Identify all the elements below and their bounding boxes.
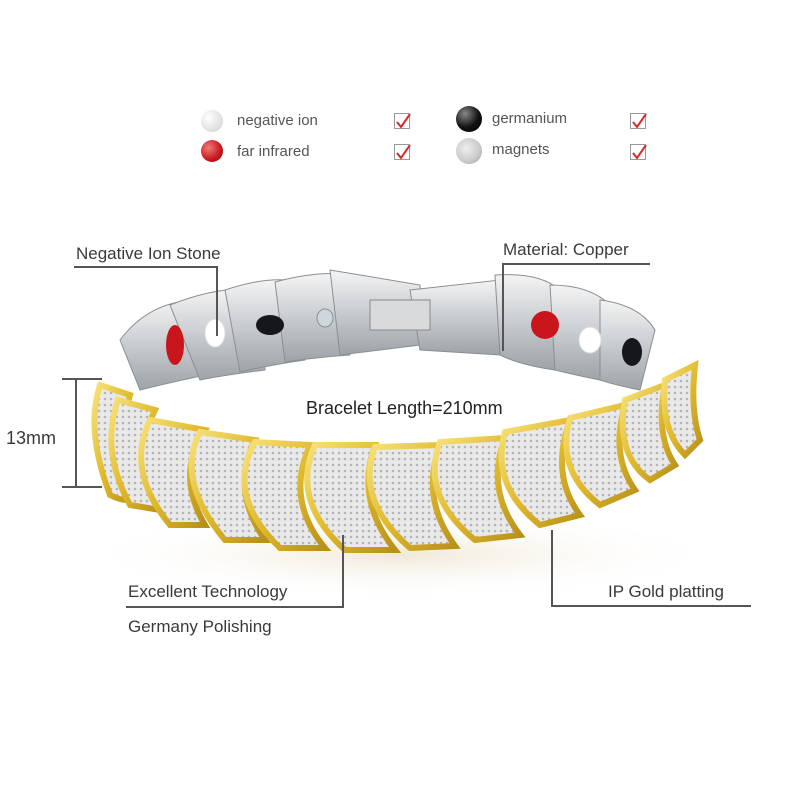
negative-ion-stone-line-vertical — [216, 266, 218, 336]
plating-label: IP Gold platting — [608, 582, 724, 601]
germanium-checkbox — [630, 113, 647, 129]
negative-ion-stone-line — [74, 266, 218, 268]
plating-line-vertical — [551, 530, 553, 607]
far-infrared-dot-icon — [201, 140, 223, 162]
legend-label-magnets: magnets — [492, 141, 550, 158]
checkmark-icon — [632, 114, 647, 129]
negative-ion-dot-icon — [201, 110, 223, 132]
material-line — [502, 263, 650, 265]
width-dimension-bottom — [62, 486, 102, 488]
technology-label: Excellent Technology — [128, 582, 288, 601]
front-links — [91, 359, 704, 553]
legend-label-negative-ion: negative ion — [237, 112, 318, 129]
legend-label-germanium: germanium — [492, 110, 568, 127]
width-dimension-top — [62, 378, 102, 380]
negative-ion-stone-label: Negative Ion Stone — [76, 244, 221, 263]
negative-ion-checkbox — [394, 113, 411, 129]
germanium-dot-icon — [456, 106, 482, 132]
magnets-checkbox — [630, 144, 647, 160]
magnets-dot-icon — [456, 138, 482, 164]
technology-line-vertical — [342, 535, 344, 608]
back-links — [119, 269, 656, 391]
plating-line — [551, 605, 751, 607]
legend-label-far-infrared: far infrared — [237, 143, 310, 160]
width-dimension-vertical — [75, 378, 77, 486]
material-label: Material: Copper — [503, 240, 629, 259]
bracelet-length-label: Bracelet Length=210mm — [306, 398, 503, 418]
polishing-label: Germany Polishing — [128, 617, 272, 636]
checkmark-icon — [396, 114, 411, 129]
material-line-vertical — [502, 263, 504, 351]
width-label: 13mm — [6, 428, 57, 448]
far-infrared-checkbox — [394, 144, 411, 160]
technology-line — [126, 606, 344, 608]
checkmark-icon — [632, 145, 647, 160]
checkmark-icon — [396, 145, 411, 160]
